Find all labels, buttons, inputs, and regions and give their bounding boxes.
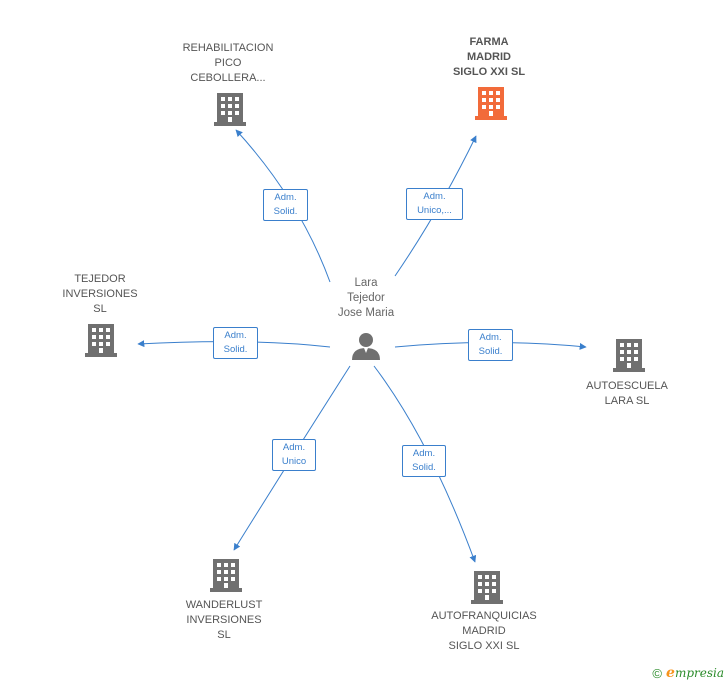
brand-initial: e [666,665,675,681]
building-icon-tejedor[interactable] [84,322,118,358]
node-label-rehabilitacion: REHABILITACION PICO CEBOLLERA... [182,42,274,84]
node-label-wanderlust: WANDERLUST INVERSIONES SL [185,599,263,641]
center-person-label: Lara Tejedor Jose Maria [337,277,395,319]
building-icon-autofranquicias[interactable] [470,569,504,605]
brand-rest: mpresia [674,666,724,680]
relation-label-tejedor[interactable]: Adm. Solid. [213,327,258,359]
brand-footer: © empresia [652,665,724,681]
building-icon-autoescuela[interactable] [612,337,646,373]
person-icon[interactable] [350,330,382,362]
node-label-autoescuela: AUTOESCUELA LARA SL [586,380,668,407]
relation-label-farma[interactable]: Adm. Unico,... [406,188,463,220]
node-label-autofranquicias: AUTOFRANQUICIAS MADRID SIGLO XXI SL [431,610,537,652]
building-icon-farma[interactable] [474,85,508,121]
node-label-tejedor: TEJEDOR INVERSIONES SL [62,273,138,315]
relation-label-autofranquicias[interactable]: Adm. Solid. [402,445,446,477]
relation-label-rehabilitacion[interactable]: Adm. Solid. [263,189,308,221]
copyright-symbol: © [652,665,663,681]
building-icon-rehabilitacion[interactable] [213,91,247,127]
building-icon-wanderlust[interactable] [209,557,243,593]
relation-label-wanderlust[interactable]: Adm. Unico [272,439,316,471]
empresia-logo[interactable]: empresia [666,665,724,681]
node-label-farma: FARMA MADRID SIGLO XXI SL [452,36,526,78]
relation-label-autoescuela[interactable]: Adm. Solid. [468,329,513,361]
